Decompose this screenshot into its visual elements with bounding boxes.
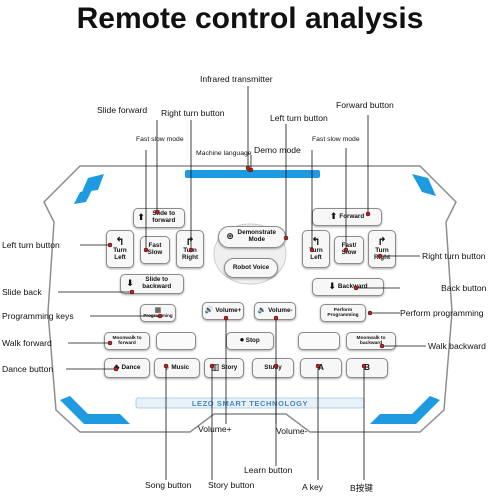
label-right-turn-top: Right turn button (161, 108, 225, 118)
label-walk-forward: Walk forward (2, 338, 52, 348)
label-fast-slow-left: Fast slow mode (136, 136, 184, 143)
story-button[interactable]: ▥ Story (204, 358, 244, 378)
arrow-down-icon: ⬇ (126, 278, 134, 289)
backward-button[interactable]: ⬇ Backward (312, 278, 384, 296)
study-button[interactable]: Study (252, 358, 294, 378)
label-slide-forward: Slide forward (97, 105, 148, 115)
turn-left-button-right[interactable]: ↰ Turn Left (302, 230, 330, 268)
windows-icon: ▦ (154, 307, 162, 315)
label-volume-plus: Volume+ (198, 424, 232, 434)
volume-minus-button[interactable]: 🔉 Volume- (254, 302, 296, 320)
label-perform-programming: Perform programming (400, 308, 484, 318)
forward-button[interactable]: ⬆ Forward (312, 208, 382, 226)
label-song-button: Song button (145, 480, 192, 490)
label-walk-backward: Walk backward (428, 341, 486, 351)
blank-key-right[interactable] (298, 332, 340, 350)
left-accent-stripe (82, 174, 104, 192)
robot-voice-button[interactable]: Robot Voice (224, 258, 278, 278)
moonwalk-backward-button[interactable]: Moonwalk to backward (346, 332, 396, 350)
label-right-turn-right: Right turn button (422, 251, 486, 261)
turn-right-arrow-icon: ↱ (377, 235, 387, 248)
turn-left-button[interactable]: ↰ Turn Left (106, 230, 134, 268)
label-programming-keys: Programming keys (2, 311, 74, 321)
label-learn-button: Learn button (244, 465, 293, 475)
right-accent-stripe (412, 174, 436, 196)
label-b-key: B按键 (350, 483, 373, 493)
fast-slow-button-right[interactable]: Fast/ Slow (334, 236, 364, 264)
brand-text: LEZO SMART TECHNOLOGY (191, 399, 309, 408)
moonwalk-forward-button[interactable]: Moonwalk to forward (104, 332, 150, 350)
turn-left-arrow-icon: ↰ (115, 235, 125, 248)
stop-button[interactable]: ⏺ Stop (226, 332, 274, 350)
b-button[interactable]: B (346, 358, 388, 378)
slide-forward-button[interactable]: ⬆ Slide to forward (133, 208, 185, 228)
label-a-key: A key (302, 482, 324, 492)
label-fast-slow-right: Fast slow mode (312, 136, 360, 143)
music-button[interactable]: ♪ Music (154, 358, 200, 378)
top-accent-bar (185, 170, 320, 178)
label-machine-language: Machine language (196, 150, 252, 157)
arrow-down-icon: ⬇ (328, 281, 336, 292)
remote-body-outline (43, 165, 457, 433)
demonstrate-mode-button[interactable]: ⊛ Demonstrate Mode (218, 226, 286, 248)
label-dance-button: Dance button (2, 364, 54, 374)
label-forward-button: Forward button (336, 100, 394, 110)
dancer-icon: ♣ (113, 362, 120, 373)
label-left-turn-top: Left turn button (270, 113, 328, 123)
speaker-down-icon: 🔉 (257, 307, 267, 315)
target-icon: ⊛ (226, 231, 234, 242)
arrow-up-icon: ⬆ (329, 211, 338, 222)
bottom-right-accent (370, 396, 440, 424)
infrared-transmitter-window (247, 168, 251, 172)
label-demo-mode: Demo mode (254, 145, 301, 155)
turn-right-button[interactable]: ↱ Turn Right (176, 230, 204, 268)
turn-right-button-right[interactable]: ↱ Turn Right (368, 230, 396, 268)
perform-programming-button[interactable]: Perform Programming (320, 304, 366, 322)
label-story-button: Story button (208, 480, 255, 490)
book-icon: ▥ (210, 362, 220, 373)
programming-button[interactable]: ▦ Programming (140, 304, 176, 322)
slide-backward-button[interactable]: ⬇ Slide to backward (120, 274, 184, 294)
turn-right-arrow-icon: ↱ (185, 235, 195, 248)
volume-plus-button[interactable]: 🔊 Volume+ (202, 302, 244, 320)
a-button[interactable]: A (300, 358, 342, 378)
page-title: Remote control analysis (76, 2, 424, 35)
music-note-icon: ♪ (164, 362, 170, 373)
turn-left-arrow-icon: ↰ (311, 235, 321, 248)
fast-slow-button[interactable]: Fast Slow (140, 236, 170, 264)
bottom-left-accent (60, 396, 130, 424)
label-slide-back: Slide back (2, 287, 42, 297)
label-infrared-transmitter: Infrared transmitter (200, 74, 273, 84)
remote-control: LEZO SMART TECHNOLOGY ⬆ Slide to forward… (40, 162, 460, 434)
label-left-turn-left: Left turn button (2, 240, 60, 250)
label-back-button: Back button (441, 283, 487, 293)
blank-key-left[interactable] (156, 332, 196, 350)
stop-icon: ⏺ (240, 337, 244, 345)
label-volume-minus: Volume- (276, 426, 308, 436)
arrow-up-icon: ⬆ (137, 212, 145, 223)
dance-button[interactable]: ♣ Dance (104, 358, 150, 378)
speaker-up-icon: 🔊 (204, 307, 214, 315)
